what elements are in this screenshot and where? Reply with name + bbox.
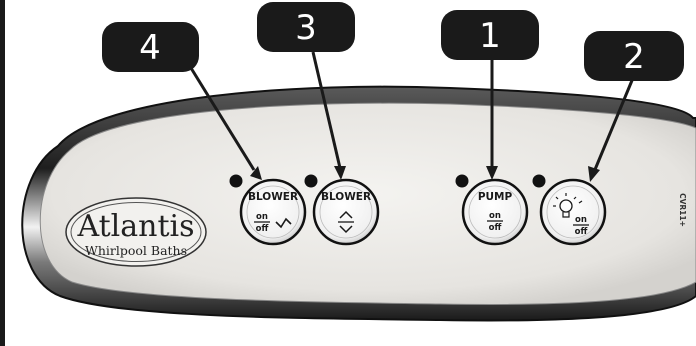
indicator-led-blower-left (229, 174, 243, 188)
logo-name: Atlantis (76, 209, 194, 244)
arrow-head (588, 166, 600, 182)
wave-icon (275, 217, 292, 229)
arrow-head (486, 166, 498, 180)
pump-on: on (489, 211, 501, 221)
pump-button[interactable]: PUMP on off (461, 178, 529, 246)
callout-4: 4 (102, 22, 262, 180)
blower-button-left[interactable]: BLOWER on off (239, 178, 307, 246)
indicator-led-light (532, 174, 546, 188)
light-on: on (575, 215, 587, 225)
callout-1-number: 1 (479, 16, 501, 56)
blower-left-label: BLOWER (248, 191, 298, 203)
left-border (0, 0, 5, 346)
callout-3-number: 3 (295, 8, 317, 48)
pump-off: off (489, 223, 502, 233)
blower-left-on: on (256, 212, 268, 222)
indicator-led-blower-right (304, 174, 318, 188)
blower-right-label: BLOWER (321, 191, 371, 203)
logo-subtitle: Whirlpool Baths (85, 243, 187, 258)
up-down-arrows-icon (339, 210, 353, 234)
pump-label: PUMP (478, 191, 513, 203)
light-bulb-icon (553, 193, 583, 218)
arrow-head (250, 166, 262, 180)
arrow-head (334, 166, 346, 180)
callout-3: 3 (257, 2, 355, 180)
callout-1: 1 (441, 10, 539, 180)
callout-4-number: 4 (139, 28, 161, 68)
light-button[interactable]: on off (539, 178, 607, 246)
indicator-led-pump (455, 174, 469, 188)
atlantis-logo: Atlantis Whirlpool Baths (65, 197, 207, 267)
light-off: off (575, 227, 588, 237)
callout-2-number: 2 (623, 37, 645, 77)
model-code: CVR11+ (678, 193, 687, 227)
callout-2: 2 (584, 31, 684, 182)
blower-button-right[interactable]: BLOWER (312, 178, 380, 246)
blower-left-off: off (256, 224, 269, 234)
